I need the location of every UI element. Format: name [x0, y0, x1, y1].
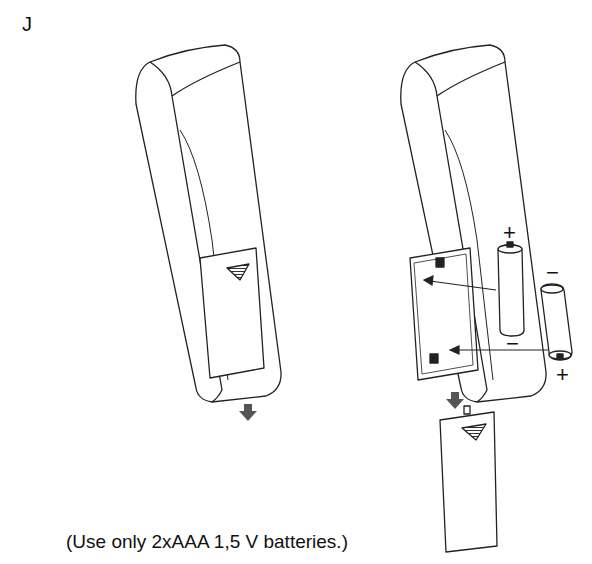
terminal-spring: [430, 354, 438, 363]
arrow-head: [424, 276, 433, 285]
battery-end: [549, 351, 571, 359]
polarity-sign: −: [546, 262, 559, 284]
battery-compartment: [410, 248, 478, 380]
battery-cover: [440, 412, 497, 552]
polarity-sign: −: [506, 333, 519, 355]
remote-edge: [437, 62, 505, 96]
remote-body: [136, 45, 281, 402]
insert-arrow: [430, 281, 496, 290]
cover-grip: [227, 264, 249, 280]
aaa-battery: [541, 284, 572, 360]
polarity-sign: +: [503, 222, 516, 244]
battery-compartment: [414, 254, 473, 374]
caption-note: (Use only 2xAAA 1,5 V batteries.): [66, 532, 348, 551]
remote-body: [401, 45, 546, 402]
terminal-spring: [436, 258, 444, 267]
remote-edge: [172, 62, 240, 96]
battery-end: [541, 285, 563, 293]
battery-cover: [200, 248, 264, 378]
cover-tab: [464, 406, 470, 414]
section-letter: J: [22, 14, 32, 34]
insert-arrow: [456, 349, 548, 350]
down-arrow: [239, 392, 464, 421]
battery-terminal: [557, 354, 563, 359]
polarity-sign: +: [556, 364, 569, 386]
arrow-head: [450, 346, 459, 354]
aaa-battery: [498, 245, 524, 336]
cover-grip: [462, 424, 486, 440]
